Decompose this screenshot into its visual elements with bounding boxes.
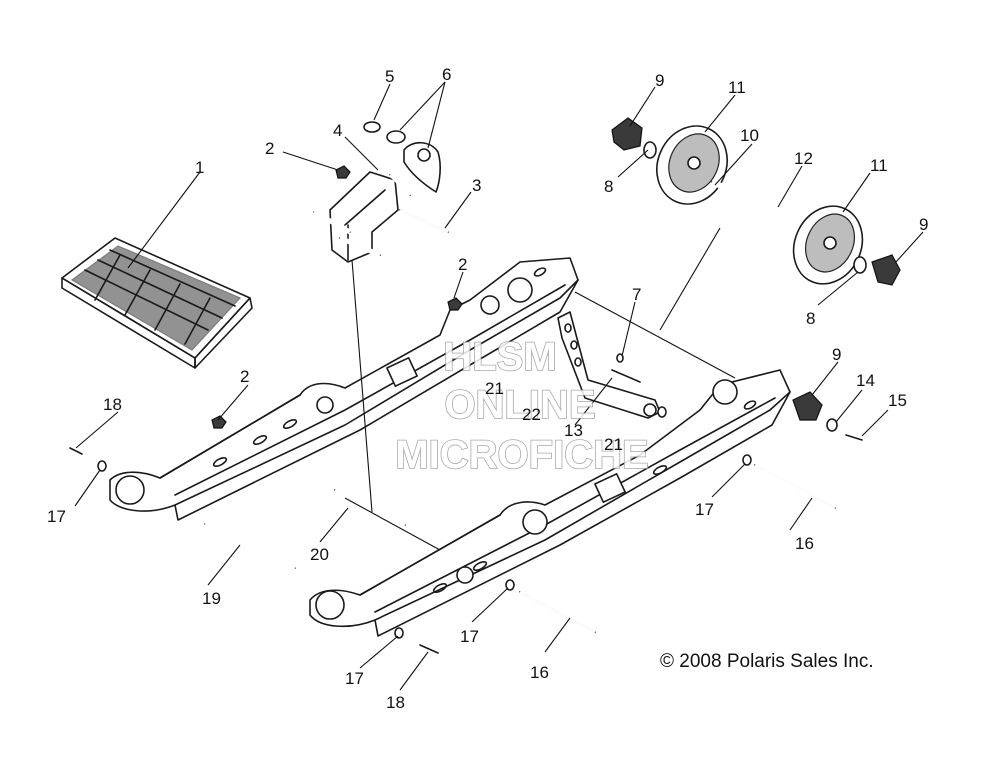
callout-11-b: 11 — [870, 156, 888, 175]
callout-16-a: 16 — [795, 534, 814, 553]
callout-6: 6 — [442, 65, 451, 84]
front-bracket-4 — [312, 171, 412, 263]
copyright-notice: © 2008 Polaris Sales Inc. — [660, 651, 874, 672]
bolt-16-lower — [519, 591, 596, 633]
callout-14: 14 — [856, 371, 875, 390]
callout-2-c: 2 — [240, 367, 249, 386]
wheel-11-upper — [656, 125, 728, 205]
callout-16-b: 16 — [530, 663, 549, 682]
callout-9-a: 9 — [655, 71, 664, 90]
pin-13 — [611, 369, 641, 383]
callout-12: 12 — [794, 149, 813, 168]
callout-1: 1 — [195, 158, 204, 177]
bolt-3 — [399, 209, 449, 233]
rail-left — [109, 257, 579, 521]
spacer-9-upper — [611, 117, 643, 151]
spacer-9-mid — [792, 391, 823, 421]
bolt-16-upper — [754, 464, 836, 509]
callout-7: 7 — [632, 285, 641, 304]
callout-18-a: 18 — [103, 395, 122, 414]
callout-9-c: 9 — [832, 345, 841, 364]
bushing-5 — [363, 121, 381, 133]
rail-right — [309, 369, 791, 637]
washer-8-upper — [643, 141, 657, 159]
callout-19: 19 — [202, 589, 221, 608]
callout-10: 10 — [740, 126, 759, 145]
callout-21-a: 21 — [485, 379, 504, 398]
watermark-line-3: MICROFICHE — [395, 433, 648, 477]
callout-17-b: 17 — [695, 500, 714, 519]
callout-20: 20 — [310, 545, 329, 564]
callout-22: 22 — [522, 405, 541, 424]
shaft-20 — [333, 487, 407, 528]
callout-17-a: 17 — [47, 507, 66, 526]
part-1-track-block — [61, 237, 253, 369]
leader-lines — [74, 81, 924, 691]
washer-14 — [826, 418, 838, 432]
callout-9-b: 9 — [919, 215, 928, 234]
callout-13: 13 — [564, 421, 583, 440]
callout-15: 15 — [888, 391, 907, 410]
callout-5: 5 — [385, 67, 394, 86]
washer-8-lower — [853, 256, 867, 274]
nuts-2 — [211, 297, 463, 429]
callout-8-a: 8 — [604, 177, 613, 196]
axle-12 — [710, 179, 810, 227]
callout-17-d: 17 — [345, 669, 364, 688]
callout-4: 4 — [333, 121, 342, 140]
shaft-19 — [204, 522, 296, 570]
nut-2-top — [335, 165, 351, 179]
bolt-15 — [845, 434, 863, 441]
wheel-11-lower — [792, 205, 864, 285]
callout-17-c: 17 — [460, 627, 479, 646]
spacer-9-lower — [871, 254, 901, 286]
link-6 — [386, 130, 441, 193]
watermark: HLSM ONLINE MICROFICHE — [395, 334, 650, 478]
callout-labels: 1 2 2 2 3 4 5 6 7 8 8 9 9 9 10 11 11 12 … — [47, 65, 928, 712]
small-washers — [97, 353, 752, 639]
bolts-18 — [69, 447, 439, 654]
callout-8-b: 8 — [806, 309, 815, 328]
callout-2-b: 2 — [458, 255, 467, 274]
callout-11-a: 11 — [728, 78, 746, 97]
watermark-line-2: ONLINE — [444, 383, 595, 427]
callout-2-a: 2 — [265, 139, 274, 158]
bushing-21-upper — [657, 406, 667, 418]
callout-3: 3 — [472, 176, 481, 195]
callout-21-b: 21 — [604, 435, 623, 454]
arm-7 — [557, 311, 661, 419]
watermark-line-1: HLSM — [443, 335, 556, 379]
callout-18-b: 18 — [386, 693, 405, 712]
